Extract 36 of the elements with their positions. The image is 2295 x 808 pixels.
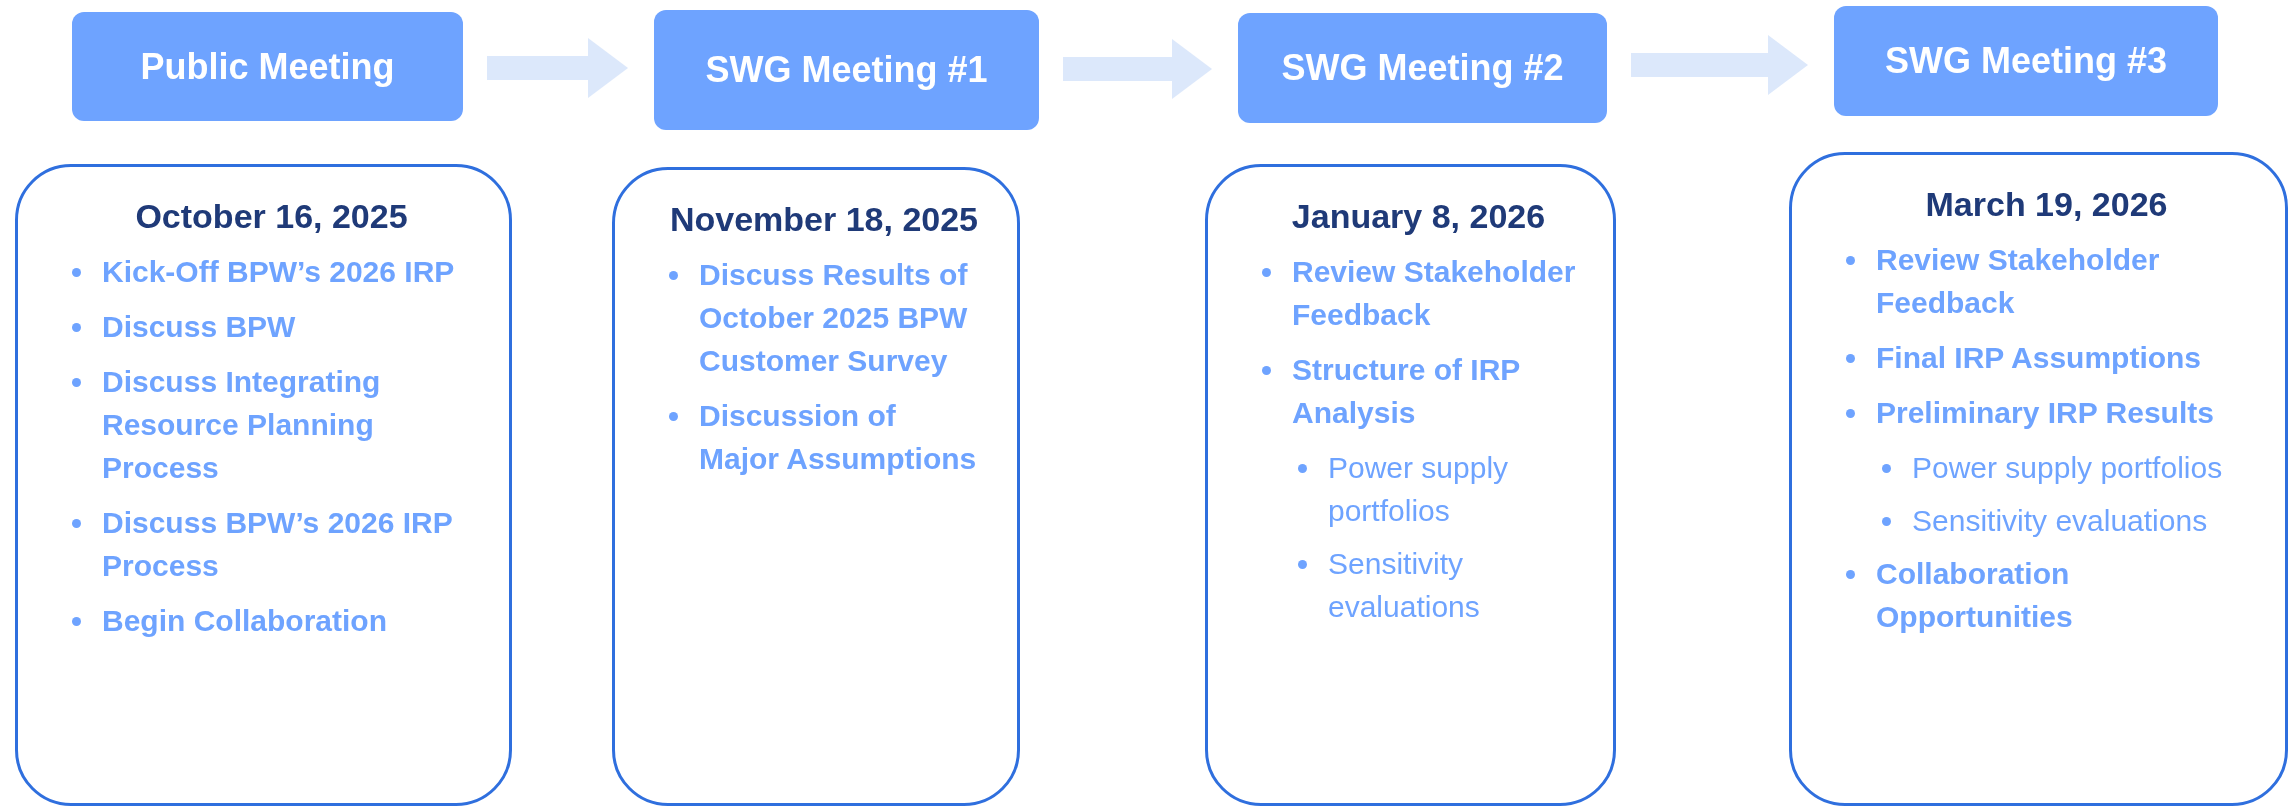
- bullet-item: Discuss BPW: [102, 310, 296, 343]
- bullet-item: Kick-Off BPW’s 2026 IRP: [102, 255, 455, 288]
- arrow: [487, 38, 628, 98]
- agenda-card: [15, 164, 512, 806]
- agenda-card: [612, 167, 1020, 806]
- date-heading: November 18, 2025: [668, 200, 980, 239]
- meeting-header-box: [654, 10, 1039, 130]
- meeting-header-box: [1238, 13, 1607, 123]
- sub-bullet-item: Power supply portfolios: [1912, 451, 2223, 484]
- bullet-item: Review Stakeholder Feedback: [1876, 243, 2160, 319]
- arrow: [1631, 35, 1808, 95]
- bullet-item: Structure of IRP Analysis: [1292, 353, 1520, 429]
- bullet-item: Discussion of Major Assumptions: [699, 399, 977, 475]
- meeting-title: SWG Meeting #2: [1281, 47, 1564, 89]
- agenda-card: [1789, 152, 2288, 806]
- sub-bullet-item: Sensitivity evaluations: [1912, 504, 2208, 537]
- date-heading: January 8, 2026: [1290, 197, 1547, 236]
- bullet-item: Discuss BPW’s 2026 IRP Process: [102, 506, 453, 582]
- meeting-title: SWG Meeting #1: [705, 49, 988, 91]
- meeting-header-box: [1834, 6, 2218, 116]
- meeting-title: Public Meeting: [140, 45, 395, 88]
- bullet-item: Discuss Results of October 2025 BPW Customer Survey: [699, 258, 968, 377]
- date-heading: October 16, 2025: [134, 197, 409, 236]
- bullet-item: Final IRP Assumptions: [1876, 341, 2202, 374]
- bullet-item: Begin Collaboration: [102, 604, 387, 637]
- meeting-title: SWG Meeting #3: [1884, 40, 2167, 82]
- bullet-item: Collaboration Opportunities: [1876, 557, 2073, 633]
- arrow: [1063, 39, 1212, 99]
- bullet-item: Review Stakeholder Feedback: [1292, 255, 1576, 331]
- meeting-header-box: [72, 12, 463, 121]
- sub-bullet-item: Sensitivity evaluations: [1328, 547, 1480, 623]
- sub-bullet-item: Power supply portfolios: [1328, 451, 1509, 527]
- agenda-card: [1205, 164, 1616, 806]
- bullet-item: Preliminary IRP Results: [1876, 396, 2214, 429]
- date-heading: March 19, 2026: [1924, 185, 2169, 224]
- bullet-item: Discuss Integrating Resource Planning Process: [102, 365, 381, 484]
